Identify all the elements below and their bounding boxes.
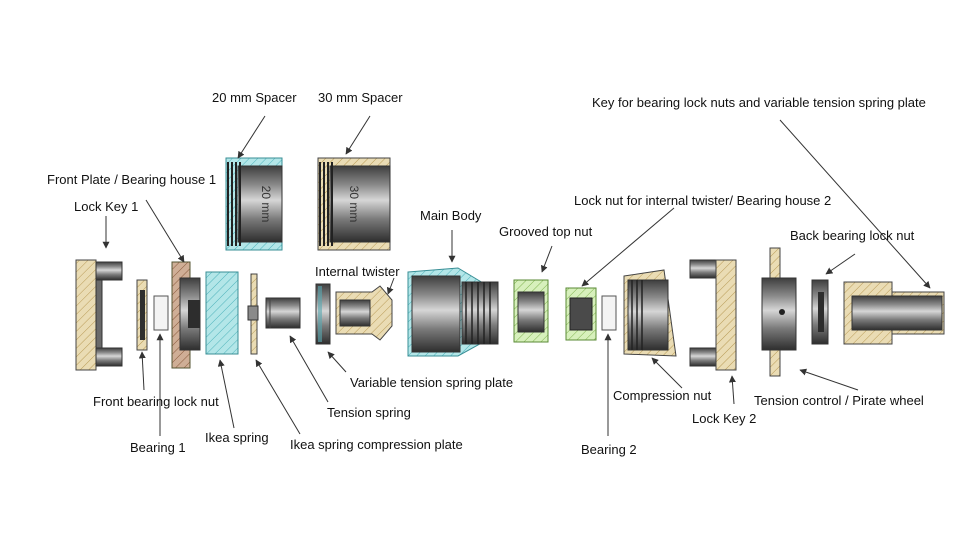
label-front-plate: Front Plate / Bearing house 1 (47, 172, 216, 187)
lock-key-2-part (689, 259, 737, 371)
lock-nut-internal-part (565, 287, 597, 341)
front-plate-part (171, 261, 201, 369)
spacer-30mm-engraving: 30 mm (347, 186, 361, 223)
arrow-ikea-compression-plate (255, 359, 301, 435)
spacer-20mm-part: 20 mm (225, 157, 283, 251)
spacer-30mm-part: 30 mm (317, 157, 391, 251)
arrow-compression-nut (651, 357, 683, 389)
arrow-front-plate (145, 199, 185, 263)
arrow-internal-twister (386, 277, 395, 295)
arrow-lock-nut-internal (581, 207, 675, 287)
label-variable-tension-plate: Variable tension spring plate (350, 375, 513, 390)
label-ikea-compression-plate: Ikea spring compression plate (290, 437, 463, 452)
tension-spring-part (265, 297, 301, 329)
grooved-top-nut-part (513, 279, 549, 343)
label-key: Key for bearing lock nuts and variable t… (592, 95, 926, 110)
label-30mm-spacer: 30 mm Spacer (318, 90, 403, 105)
label-lock-nut-internal: Lock nut for internal twister/ Bearing h… (574, 193, 831, 208)
label-grooved-top-nut: Grooved top nut (499, 224, 593, 239)
spacer-20mm-engraving: 20 mm (259, 186, 273, 223)
label-front-bearing-lock-nut: Front bearing lock nut (93, 394, 219, 409)
arrow-ikea-spring (217, 359, 235, 429)
internal-twister-part (335, 285, 393, 341)
label-20mm-spacer: 20 mm Spacer (212, 90, 297, 105)
ikea-spring-part (205, 271, 239, 355)
label-back-bearing-lock-nut: Back bearing lock nut (790, 228, 915, 243)
arrow-pirate-wheel (799, 368, 859, 391)
arrow-back-bearing-lock-nut (825, 253, 856, 275)
label-lock-key-2: Lock Key 2 (692, 411, 756, 426)
ikea-spring-compression-plate-part (247, 273, 259, 355)
pirate-wheel-part (761, 247, 797, 377)
label-tension-control: Tension control / Pirate wheel (754, 393, 924, 408)
bearing-1-part (153, 295, 169, 331)
label-main-body: Main Body (420, 208, 482, 223)
arrow-front-bearing-lock-nut (138, 351, 146, 391)
label-bearing-2: Bearing 2 (581, 442, 637, 457)
main-body-part (407, 267, 499, 357)
arrow-grooved-top-nut (540, 245, 553, 273)
bearing-2-part (601, 295, 617, 331)
label-lock-key-1: Lock Key 1 (74, 199, 138, 214)
compression-nut-part (623, 269, 677, 357)
label-internal-twister: Internal twister (315, 264, 400, 279)
arrow-20mm (237, 115, 266, 159)
front-bearing-lock-nut-part (136, 279, 148, 351)
arrow-lock-key-2 (728, 375, 736, 405)
leader-lines (102, 115, 931, 436)
variable-tension-plate-part (315, 283, 331, 345)
back-bearing-lock-nut-part (811, 279, 829, 345)
label-bearing-1: Bearing 1 (130, 440, 186, 455)
arrow-tension-spring (289, 335, 329, 403)
arrow-30mm (345, 115, 371, 155)
key-tool-part (843, 281, 945, 345)
label-compression-nut: Compression nut (613, 388, 712, 403)
arrow-variable-tension-plate (327, 351, 347, 373)
label-tension-spring: Tension spring (327, 405, 411, 420)
label-ikea-spring: Ikea spring (205, 430, 269, 445)
lock-key-1-part (75, 259, 123, 371)
arrow-key (779, 119, 931, 289)
